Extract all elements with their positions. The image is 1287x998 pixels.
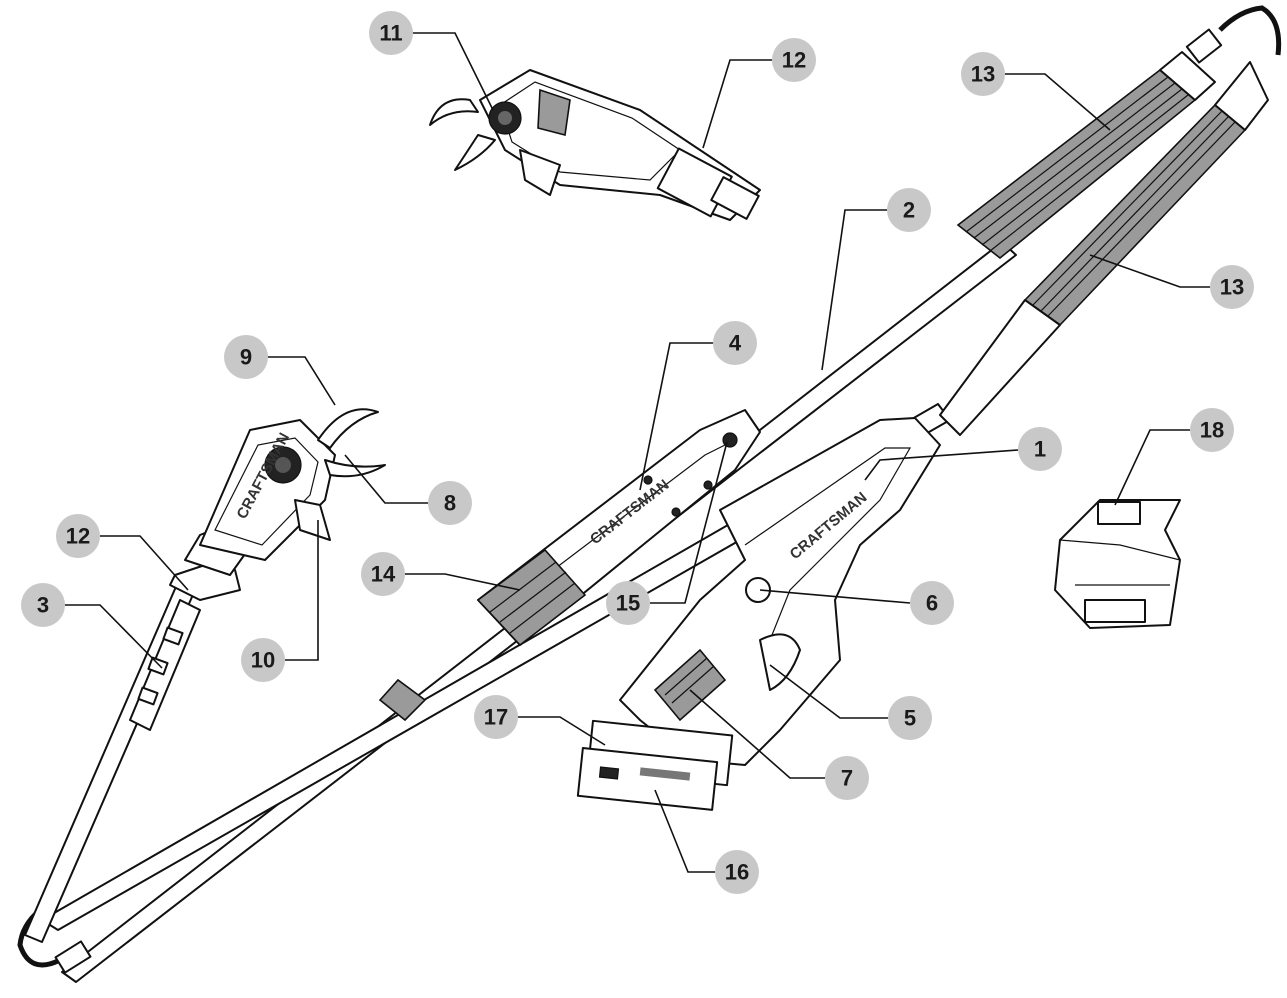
svg-text:11: 11 bbox=[379, 21, 402, 46]
shaft-coupler: CRAFTSMAN bbox=[476, 409, 761, 647]
blade-cover bbox=[1054, 499, 1181, 629]
svg-text:3: 3 bbox=[37, 593, 49, 618]
callout-6: 6 bbox=[910, 581, 954, 625]
svg-text:14: 14 bbox=[371, 562, 396, 587]
svg-text:13: 13 bbox=[1220, 275, 1244, 300]
callout-12-top: 12 bbox=[772, 38, 816, 82]
callout-15: 15 bbox=[606, 581, 650, 625]
pruner-head-assembly: CRAFTSMAN bbox=[169, 408, 386, 601]
callout-3: 3 bbox=[21, 583, 65, 627]
svg-text:18: 18 bbox=[1200, 418, 1224, 443]
svg-text:9: 9 bbox=[240, 345, 252, 370]
svg-text:16: 16 bbox=[725, 860, 749, 885]
svg-text:13: 13 bbox=[971, 62, 995, 87]
extension-pole bbox=[24, 581, 201, 943]
svg-text:10: 10 bbox=[251, 648, 275, 673]
svg-text:12: 12 bbox=[782, 48, 806, 73]
callout-4: 4 bbox=[713, 321, 757, 365]
callout-18: 18 bbox=[1190, 408, 1234, 452]
callout-5: 5 bbox=[888, 696, 932, 740]
svg-text:1: 1 bbox=[1034, 437, 1046, 462]
callout-7: 7 bbox=[825, 756, 869, 800]
callout-16: 16 bbox=[715, 850, 759, 894]
svg-text:6: 6 bbox=[926, 591, 938, 616]
svg-text:2: 2 bbox=[903, 198, 915, 223]
svg-text:8: 8 bbox=[444, 491, 456, 516]
callout-13-top: 13 bbox=[961, 52, 1005, 96]
callout-12-left: 12 bbox=[56, 514, 100, 558]
svg-text:15: 15 bbox=[616, 591, 640, 616]
leader-lines bbox=[65, 32, 1210, 873]
callout-8: 8 bbox=[428, 481, 472, 525]
svg-text:4: 4 bbox=[729, 331, 742, 356]
callout-2: 2 bbox=[887, 188, 931, 232]
svg-text:7: 7 bbox=[841, 766, 853, 791]
callout-14: 14 bbox=[361, 552, 405, 596]
callout-17: 17 bbox=[474, 695, 518, 739]
callout-9: 9 bbox=[224, 335, 268, 379]
callout-10: 10 bbox=[241, 638, 285, 682]
lower-pole bbox=[17, 61, 1269, 974]
svg-text:5: 5 bbox=[904, 706, 916, 731]
callout-11: 11 bbox=[369, 11, 413, 55]
callout-13-right: 13 bbox=[1210, 265, 1254, 309]
callout-1: 1 bbox=[1018, 427, 1062, 471]
svg-text:17: 17 bbox=[484, 705, 508, 730]
top-head-assembly bbox=[429, 69, 761, 221]
svg-text:12: 12 bbox=[66, 524, 90, 549]
